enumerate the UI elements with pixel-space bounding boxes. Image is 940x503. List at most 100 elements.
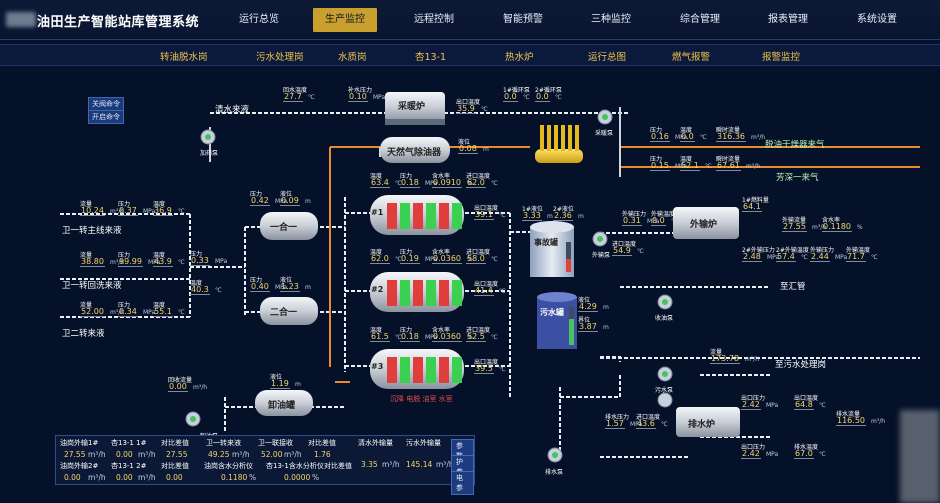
g1-temp-unit: ℃: [700, 134, 707, 141]
t2-in-value: 58.0: [466, 254, 486, 264]
cell-r2-4: 0.00: [166, 473, 183, 482]
t1-temp-unit: ℃: [395, 180, 402, 187]
g2-press-label: 压力: [650, 156, 663, 163]
tab-water-quality[interactable]: 水质岗: [338, 52, 367, 63]
hdr-press-unit: MPa: [215, 258, 228, 265]
nav-settings[interactable]: 系统设置: [857, 14, 897, 25]
acc-level2-label: 2#液位: [553, 206, 574, 213]
of-2press-value: 2.48: [742, 252, 762, 262]
nav-overview[interactable]: 运行总览: [239, 14, 279, 25]
m2-flow-value: 38.80: [80, 257, 105, 267]
sep-level-unit: m: [483, 146, 489, 153]
label-to-sewage: 至污水处理岗: [775, 360, 827, 370]
t1-in-value: 62.0: [466, 178, 486, 188]
label-fangshen: 芳深一来气: [776, 173, 819, 183]
nav-manage[interactable]: 综合管理: [680, 14, 720, 25]
m1-temp-value: 36.9: [153, 206, 173, 216]
tab-oil-dehydration[interactable]: 转油脱水岗: [160, 52, 208, 63]
t2-in-unit: ℃: [491, 256, 498, 263]
sub-nav: 转油脱水岗 污水处理岗 水质岗 杏13-1 热水炉 运行总图 燃气报警 报警监控: [0, 44, 940, 66]
df-out-temp-unit: ℃: [819, 451, 826, 458]
tab-sewage[interactable]: 污水处理岗: [256, 52, 304, 63]
g1-temp-value: 0.0: [680, 132, 695, 142]
col-diff-4: 对比差值: [324, 462, 352, 470]
nav-production[interactable]: 生产监控: [313, 8, 377, 32]
t3-water-value: 0.0360: [432, 332, 462, 342]
of-3press-label: 外输压力: [810, 247, 835, 254]
t3-press-label: 压力: [400, 327, 413, 334]
label-recv-pump: 收油泵: [655, 315, 674, 322]
t2-temp-value: 62.0: [370, 254, 390, 264]
sw-intf-label: 界位: [578, 317, 591, 324]
nav-monitor[interactable]: 三种监控: [591, 14, 631, 25]
t3-out-value: 39.5: [474, 364, 494, 374]
hf-return-temp-unit: ℃: [308, 94, 315, 101]
cell-r1-8: m³/h: [284, 450, 302, 459]
label-wei1-wash: 卫一转回洗来液: [62, 281, 122, 291]
t1-press-unit: MPa: [425, 180, 438, 187]
hf-makeup-press-label: 补水压力: [348, 87, 373, 94]
t3-water-unit: %: [467, 334, 473, 341]
of-2temp-label: 2#外输温度: [776, 247, 809, 254]
cell-r1-9: 1.76: [314, 450, 331, 459]
cell-r1-4: 27.55: [166, 450, 188, 459]
process-diagram: 关阀命令 开启命令 清水来液 卫一转主线来液 卫一转回洗来液 卫二转来液 脱油干…: [0, 67, 940, 503]
g1-press-label: 压力: [650, 127, 663, 134]
cell-sewage: 145.14: [406, 460, 433, 469]
col-diff-3: 对比差值: [161, 462, 189, 470]
m1-press-value: 0.37: [118, 206, 138, 216]
g1-flow-unit: m³/h: [751, 134, 766, 141]
col-xing13-1: 杏13-1 1#: [111, 439, 147, 447]
unload-level-label: 液位: [270, 374, 283, 381]
sep-level-label: 液位: [458, 139, 471, 146]
nav-remote[interactable]: 远程控制: [414, 14, 454, 25]
m3-temp-value: 55.1: [153, 307, 173, 317]
open-valve-button[interactable]: 开启命令: [88, 110, 124, 124]
of-water-value: 0.1180: [822, 222, 852, 232]
hf-1pump-unit: ℃: [523, 94, 530, 101]
of-in-temp-label: 进口温度: [612, 241, 637, 248]
tab-alarm-monitor[interactable]: 报警监控: [762, 52, 801, 63]
tab-xing13[interactable]: 杏13-1: [415, 52, 447, 63]
df-out-press-label: 出口压力: [741, 444, 766, 451]
t1-in-label: 进口温度: [466, 173, 491, 180]
elec-params-button[interactable]: 电参: [451, 471, 474, 495]
t1-water-value: 0.0910: [432, 178, 462, 188]
bottom-summary-table: 油岗外输1# 杏13-1 1# 对比差值 卫一转来液 卫一联接收 对比差值 27…: [55, 435, 475, 495]
col-oil-analyzer: 油岗含水分析仪: [204, 462, 253, 470]
nav-report[interactable]: 报表管理: [768, 14, 808, 25]
nav-alarm[interactable]: 智能预警: [503, 14, 543, 25]
df-in-temp-value: 64.8: [794, 400, 814, 410]
vessel-sewage: 污水罐: [540, 308, 564, 317]
acc-level1-unit: m: [547, 213, 553, 220]
m2-temp-unit: ℃: [178, 259, 185, 266]
trio-1-label: #1: [371, 208, 384, 217]
g2-flow-unit: m³/h: [746, 163, 761, 170]
t2-in-label: 进口温度: [466, 249, 491, 256]
col-clear-out: 清水外输量: [358, 439, 393, 447]
tab-hot-water[interactable]: 热水炉: [505, 52, 534, 63]
close-valve-button[interactable]: 关阀命令: [88, 97, 124, 111]
t1-out-value: 39.1: [474, 210, 494, 220]
sw-flow-value: 173.78: [710, 354, 740, 364]
col-sewage-out: 污水外输量: [406, 439, 441, 447]
e1-press-unit: MPa: [275, 198, 288, 205]
m2-temp-value: 43.9: [153, 257, 173, 267]
t3-in-value: 52.5: [466, 332, 486, 342]
tab-overview-map[interactable]: 运行总图: [588, 52, 627, 63]
e2-press-unit: MPa: [275, 284, 288, 291]
g2-press-value: 0.15: [650, 161, 670, 171]
m3-flow-label: 流量: [80, 302, 93, 309]
label-drain-pump: 排水泵: [545, 469, 564, 476]
t2-temp-unit: ℃: [395, 256, 402, 263]
g2-temp-label: 温度: [680, 156, 693, 163]
t1-out-unit: ℃: [499, 212, 506, 219]
vessel-e2: 二合一: [270, 308, 298, 318]
hf-out-temp-label: 出口温度: [456, 99, 481, 106]
df-in-press-unit: MPa: [766, 402, 779, 409]
m2-press-value: 99.99: [118, 257, 143, 267]
tab-gas-alarm[interactable]: 燃气报警: [672, 52, 711, 63]
df-pump-temp-label: 进口温度: [636, 414, 661, 421]
cell-clear-unit: m³/h: [382, 460, 400, 469]
trio-1-bar-2: [413, 203, 423, 229]
